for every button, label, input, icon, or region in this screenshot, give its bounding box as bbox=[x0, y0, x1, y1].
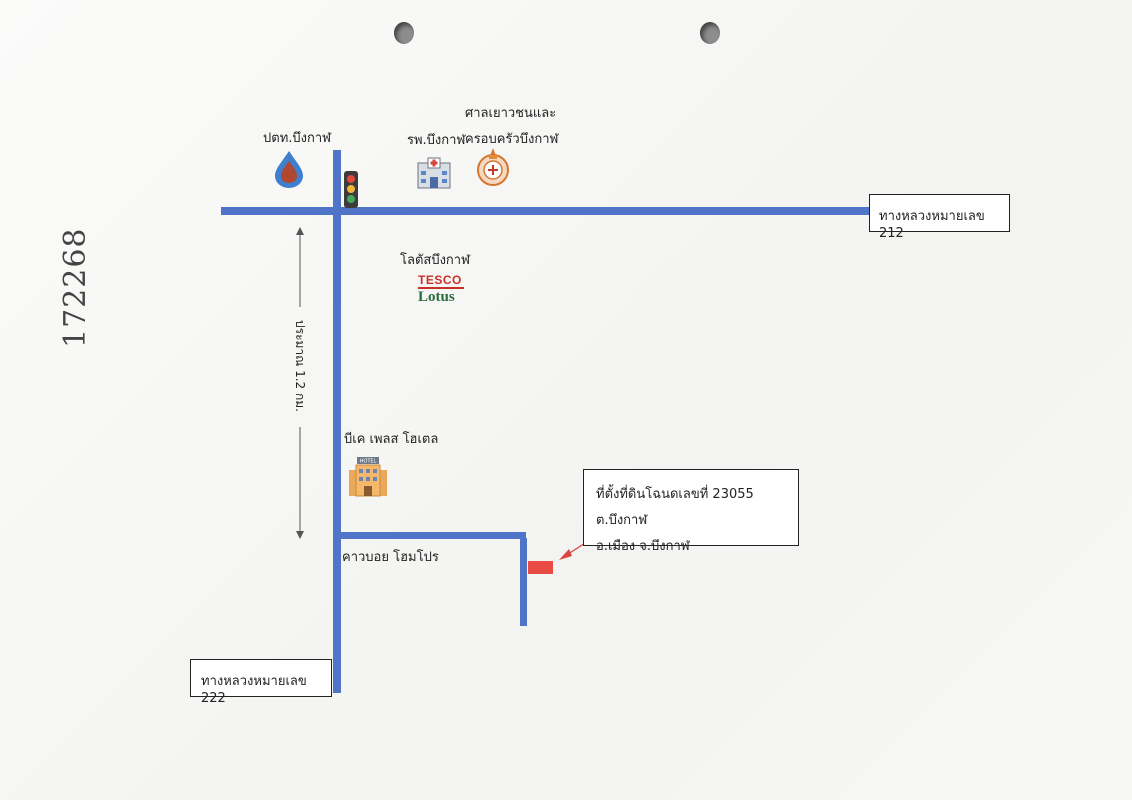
hotel-icon: HOTEL bbox=[349, 457, 387, 497]
hotel-sign-text: HOTEL bbox=[360, 459, 377, 465]
lotus-label: โลตัสบึงกาฬ bbox=[400, 253, 470, 268]
highway-212-road bbox=[221, 207, 871, 215]
ptt-label: ปตท.บึงกาฬ bbox=[263, 131, 332, 146]
parcel-line1: ที่ตั้งที่ดินโฉนดเลขที่ 23055 ต.บึงกาฬ bbox=[596, 487, 754, 528]
highway-212-text: ทางหลวงหมายเลข 212 bbox=[879, 209, 985, 241]
tesco-lotus-logo: TESCO Lotus bbox=[418, 274, 466, 305]
highway-222-text: ทางหลวงหมายเลข 222 bbox=[201, 674, 307, 706]
side-road-vertical bbox=[520, 538, 527, 626]
lotus-logo-text: Lotus bbox=[418, 289, 455, 305]
tesco-logo-text: TESCO bbox=[418, 273, 462, 287]
punch-hole-right bbox=[700, 22, 720, 44]
ptt-drop-icon bbox=[275, 151, 303, 188]
cowboy-label: คาวบอย โฮมโปร bbox=[342, 550, 439, 565]
court-label-line2: ครอบครัวบึงกาฬ bbox=[465, 132, 559, 147]
court-emblem-icon bbox=[477, 148, 509, 186]
parcel-line2: อ.เมือง จ.บึงกาฬ bbox=[596, 539, 690, 554]
hospital-icon bbox=[417, 157, 451, 189]
side-road-horizontal bbox=[337, 532, 526, 539]
logo-divider bbox=[418, 287, 464, 289]
hotel-label: บีเค เพลส โฮเตล bbox=[344, 432, 439, 447]
punch-hole-left bbox=[394, 22, 414, 44]
distance-arrow bbox=[296, 227, 304, 539]
parcel-marker bbox=[528, 561, 553, 574]
highway-212-label: ทางหลวงหมายเลข 212 bbox=[869, 194, 1010, 241]
distance-label: ประมาณ 1.2 กม. bbox=[293, 320, 307, 412]
hospital-label: รพ.บึงกาฬ bbox=[407, 133, 466, 148]
court-label-line1: ศาลเยาวชนและ bbox=[465, 106, 557, 121]
handwritten-number: 172268 bbox=[58, 227, 93, 348]
traffic-light-icon bbox=[344, 171, 358, 208]
parcel-info-box: ที่ตั้งที่ดินโฉนดเลขที่ 23055 ต.บึงกาฬ อ… bbox=[583, 469, 799, 554]
highway-222-label: ทางหลวงหมายเลข 222 bbox=[190, 659, 332, 706]
highway-222-road bbox=[333, 150, 341, 693]
